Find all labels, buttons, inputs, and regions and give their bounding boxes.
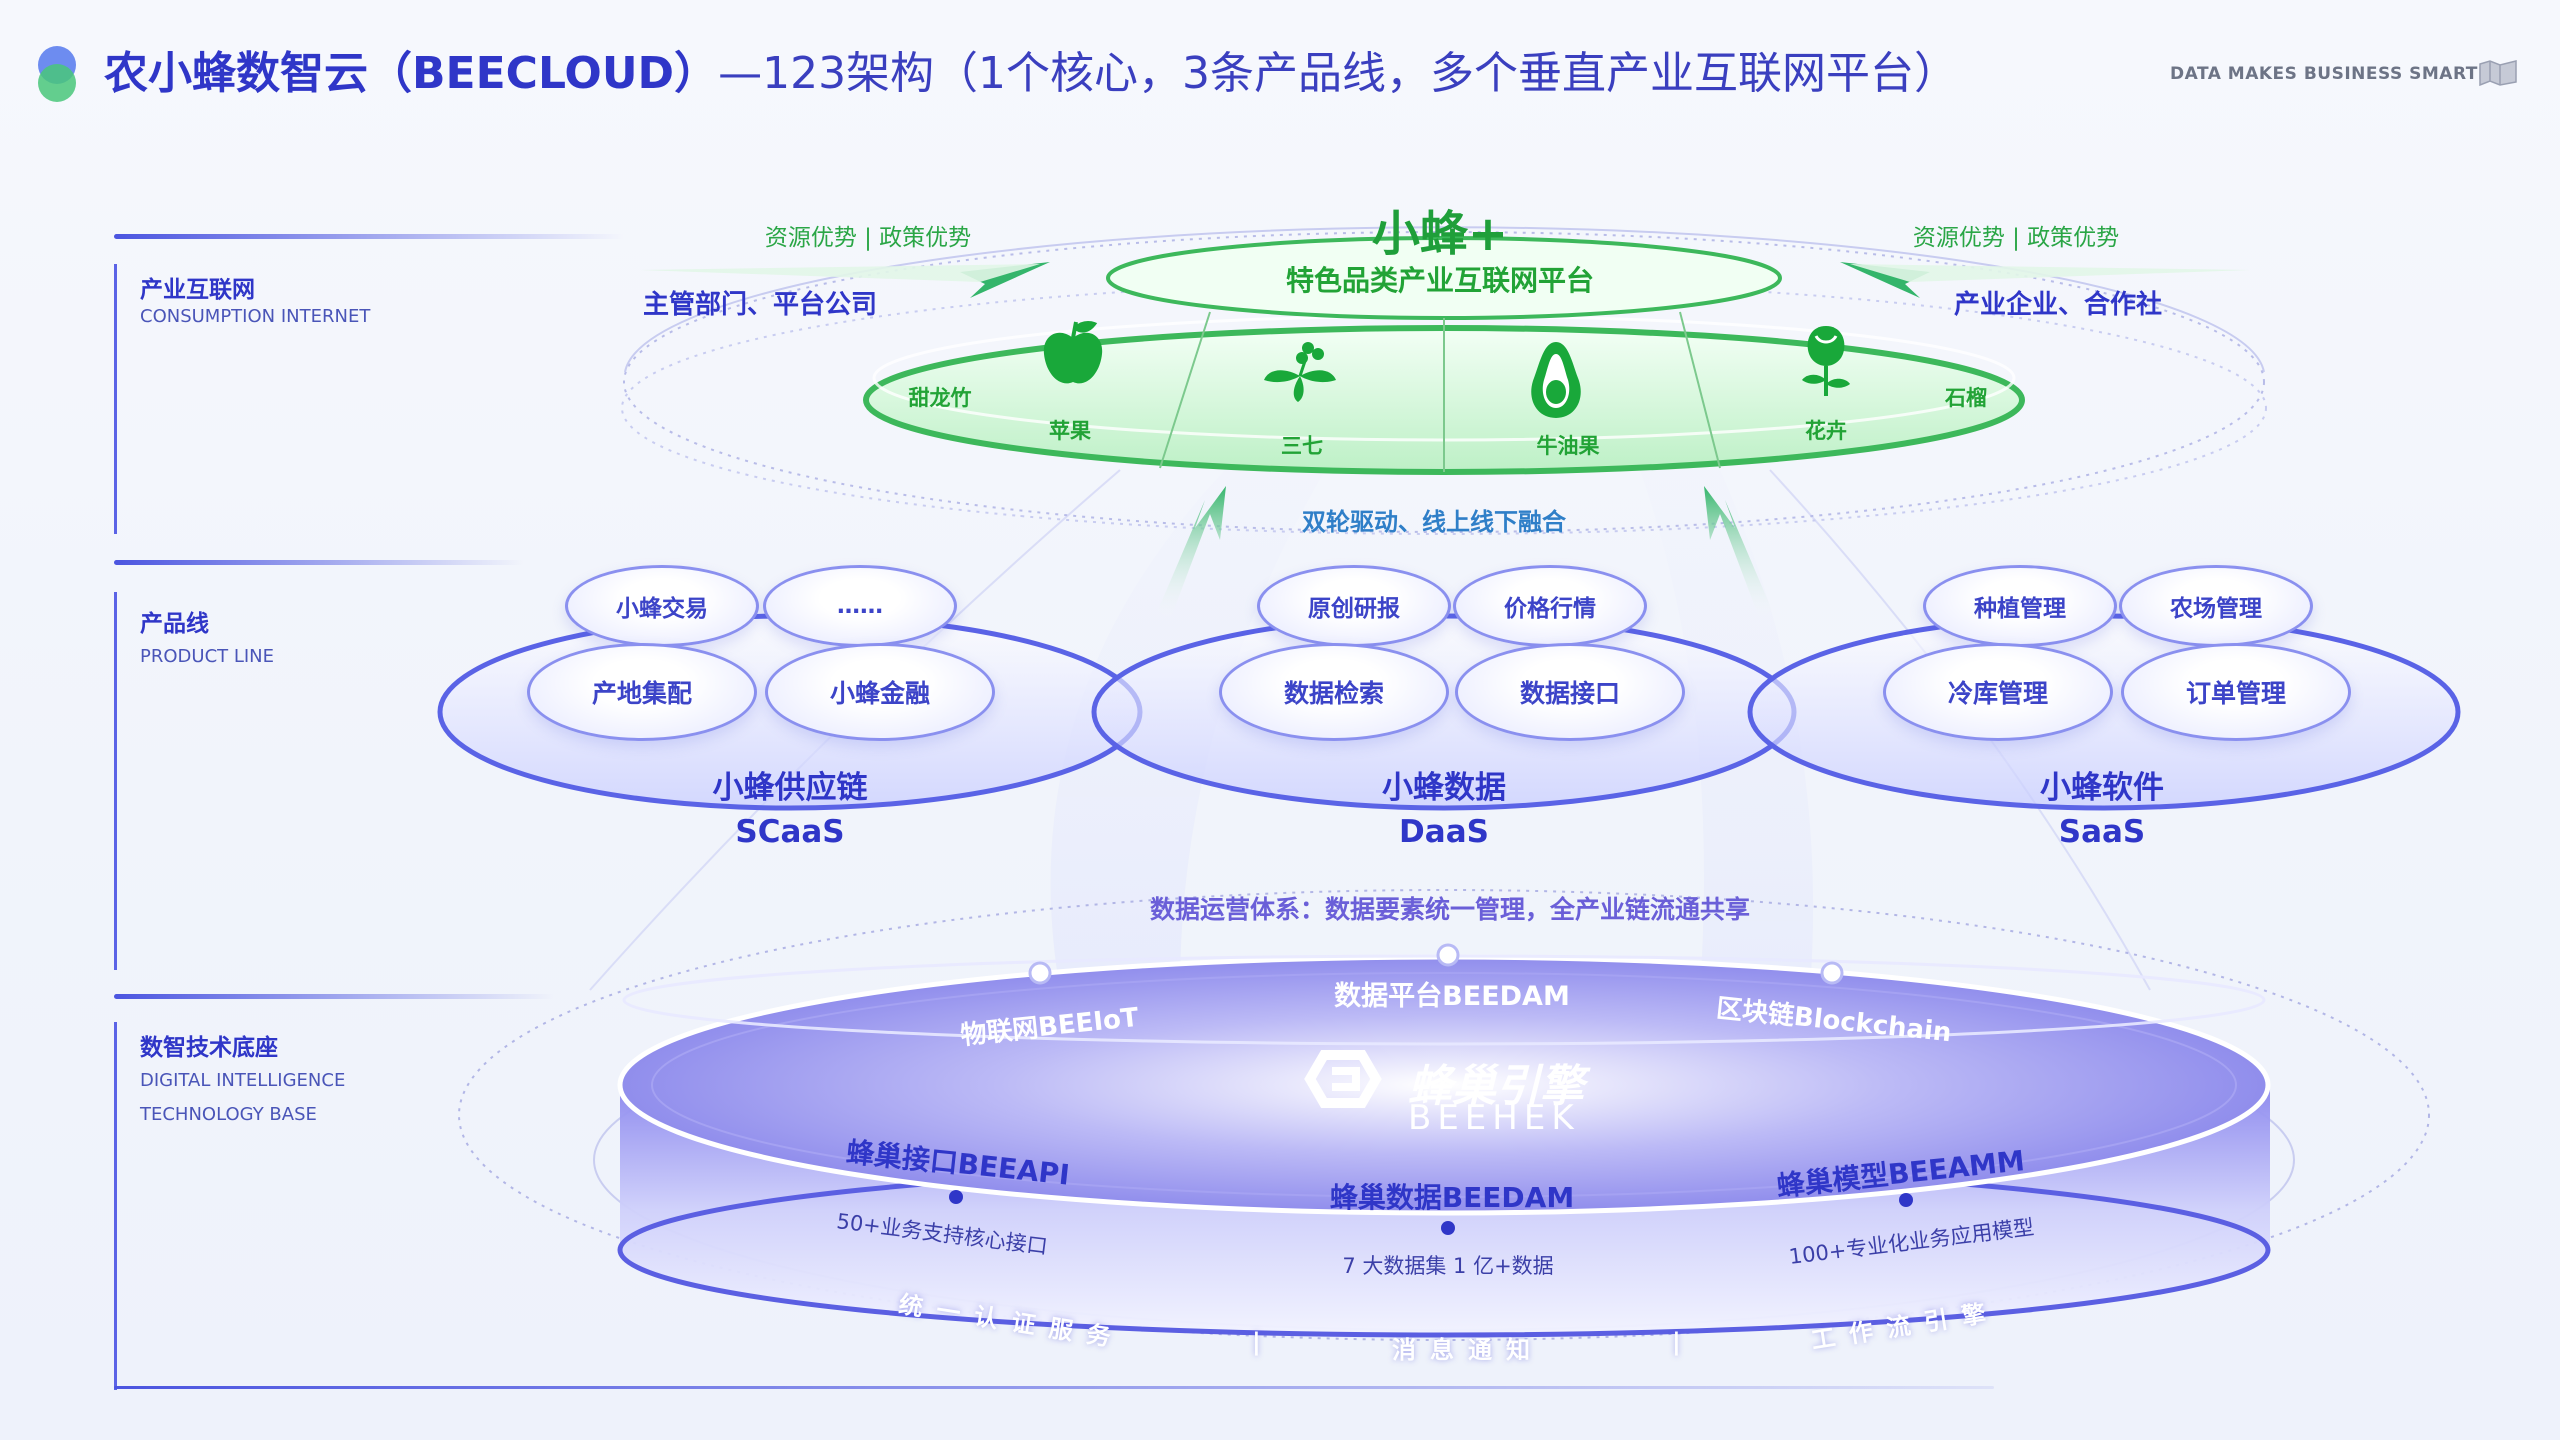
slogan: DATA MAKES BUSINESS SMARTER [2170,64,2504,84]
product-sanqi: 三七 [1281,434,1323,458]
avocado-icon [1531,342,1581,418]
page-title: 农小蜂数智云（BEECLOUD）—123架构（1个核心，3条产品线，多个垂直产业… [104,44,1958,104]
right-stakeholder: 产业企业、合作社 [1953,290,2163,320]
pill-data-api[interactable]: 数据接口 [1455,643,1685,741]
module-dam-desc: 7 大数据集 1 亿+数据 [1342,1254,1554,1278]
engine-logo-icon [1304,1050,1382,1108]
rail-subtitle-base-1: DIGITAL INTELLIGENCE [140,1070,346,1091]
pill-farm-management[interactable]: 农场管理 [2119,565,2313,647]
pill-planting-management[interactable]: 种植管理 [1923,565,2117,647]
pill-cold-storage[interactable]: 冷库管理 [1883,643,2113,741]
product-flower: 花卉 [1805,419,1847,443]
rail-bar-1 [114,264,117,534]
brand-plus: 小蜂+ [1371,206,1509,262]
title-sub: —123架构（1个核心，3条产品线，多个垂直产业互联网平台） [718,48,1959,99]
platform-label: 特色品类产业互联网平台 [1285,264,1595,297]
data-ops-label: 数据运营体系：数据要素统一管理，全产业链流通共享 [1149,895,1751,924]
line-software-name: 小蜂软件 [2040,770,2164,806]
bottom-separator-1: | [1252,1328,1261,1356]
line-data-name: 小蜂数据 [1382,770,1506,806]
pill-more[interactable]: …… [763,565,957,647]
line-supply-chain-code: SCaaS [735,814,845,850]
sanqi-icon [1264,342,1336,402]
line-supply-chain-name: 小蜂供应链 [712,770,868,806]
pill-data-search[interactable]: 数据检索 [1219,643,1449,741]
rail-divider-1 [114,234,624,239]
ring-data-platform: 数据平台BEEDAM [1334,981,1570,1012]
rail-subtitle-industry: CONSUMPTION INTERNET [140,306,371,327]
title-main: 农小蜂数智云（BEECLOUD） [104,48,719,99]
line-data-code: DaaS [1399,814,1489,850]
logo-dot-green [38,64,76,102]
product-apple: 苹果 [1049,419,1091,443]
map-icon [2479,60,2517,86]
rail-title-product: 产品线 [140,611,209,637]
pill-order-management[interactable]: 订单管理 [2121,643,2351,741]
rail-divider-3 [114,994,554,999]
right-advantage-tag: 资源优势 | 政策优势 [1912,225,2120,251]
pill-origin-collection[interactable]: 产地集配 [527,643,757,741]
rail-bar-2 [114,592,117,970]
bottom-message-notify: 消息通知 [1392,1336,1544,1364]
module-dam-title: 蜂巢数据BEEDAM [1329,1181,1575,1214]
pill-price-quote[interactable]: 价格行情 [1453,565,1647,647]
dual-drive-label: 双轮驱动、线上线下融合 [1302,508,1566,536]
product-avocado: 牛油果 [1536,434,1600,458]
rail-subtitle-base-2: TECHNOLOGY BASE [140,1104,317,1125]
line-software-code: SaaS [2058,814,2146,850]
rail-title-base: 数智技术底座 [140,1035,278,1061]
left-advantage-tag: 资源优势 | 政策优势 [764,225,972,251]
pill-xiaofeng-finance[interactable]: 小蜂金融 [765,643,995,741]
apple-icon [1043,321,1103,384]
pill-original-report[interactable]: 原创研报 [1257,565,1451,647]
rail-title-industry: 产业互联网 [140,277,255,303]
bottom-separator-2: | [1672,1328,1681,1356]
engine-en: BEEHEK [1408,1098,1580,1138]
flower-icon [1802,326,1850,396]
rail-divider-2 [114,560,524,565]
product-tianlongzhu: 甜龙竹 [908,386,972,410]
product-pomegranate: 石榴 [1945,386,1987,410]
rail-subtitle-product: PRODUCT LINE [140,646,275,667]
pill-xiaofeng-trade[interactable]: 小蜂交易 [565,565,759,647]
rail-bottom-line [114,1386,1994,1389]
rail-bar-3 [114,1022,117,1390]
engine-cn: 蜂巢引擎 [1408,1061,1584,1112]
left-stakeholder: 主管部门、平台公司 [642,290,878,320]
